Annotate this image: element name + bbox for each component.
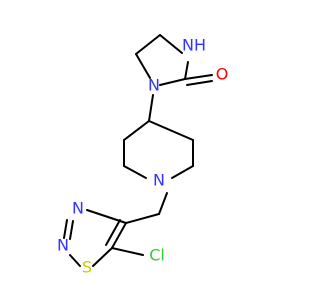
bond-pip-c4-c3: [123, 120, 150, 141]
bond-thiad-s-c5: [92, 247, 113, 267]
bond-pip-n-c6: [171, 165, 194, 179]
bond-ch2-thiad-c4: [125, 213, 160, 224]
bond-nh-ch2a: [159, 34, 183, 54]
atom-cl: Cl: [149, 246, 165, 265]
bond-thiad-n3-n2-2: [69, 220, 74, 240]
molecule-canvas: NH O N N N N S Cl: [57, 34, 229, 277]
atom-nh: NH: [182, 36, 206, 55]
atom-s: S: [82, 258, 92, 277]
bond-n1-c-carbonyl: [159, 78, 186, 86]
molecule-structure-diagram: NH O N N N N S Cl: [57, 34, 228, 277]
bond-thiad-c4-c5-1: [111, 222, 127, 249]
bond-n1-pip-c4: [148, 94, 154, 122]
bond-c5-cl: [111, 247, 144, 256]
bond-layer: [63, 34, 213, 267]
bond-pip-c5-c4: [148, 120, 194, 141]
atom-n-thiadiazole-2: N: [57, 236, 69, 255]
bond-carbonyl-o-2: [186, 80, 213, 86]
bond-thiad-n2-s: [69, 254, 81, 267]
bond-ch2b-n1: [135, 53, 151, 79]
atom-n-thiadiazole-1: N: [72, 199, 84, 218]
bond-thiad-c4-c5-2: [105, 219, 121, 246]
bond-carbonyl-o-1: [184, 74, 213, 80]
atom-n-piperidine: N: [153, 171, 165, 190]
bond-pipn-ch2: [158, 192, 168, 215]
atom-n-imidazolidinone: N: [148, 76, 160, 95]
atom-o: O: [216, 65, 229, 84]
bond-thiad-n3-n2-1: [63, 219, 68, 239]
bond-pip-c2-n: [123, 165, 147, 179]
atom-label-layer: NH O N N N N S Cl: [57, 36, 228, 277]
bond-thiad-c4-n3: [86, 209, 127, 224]
bond-c-carbonyl-nh: [184, 61, 189, 80]
bond-ch2a-ch2b: [135, 34, 161, 55]
